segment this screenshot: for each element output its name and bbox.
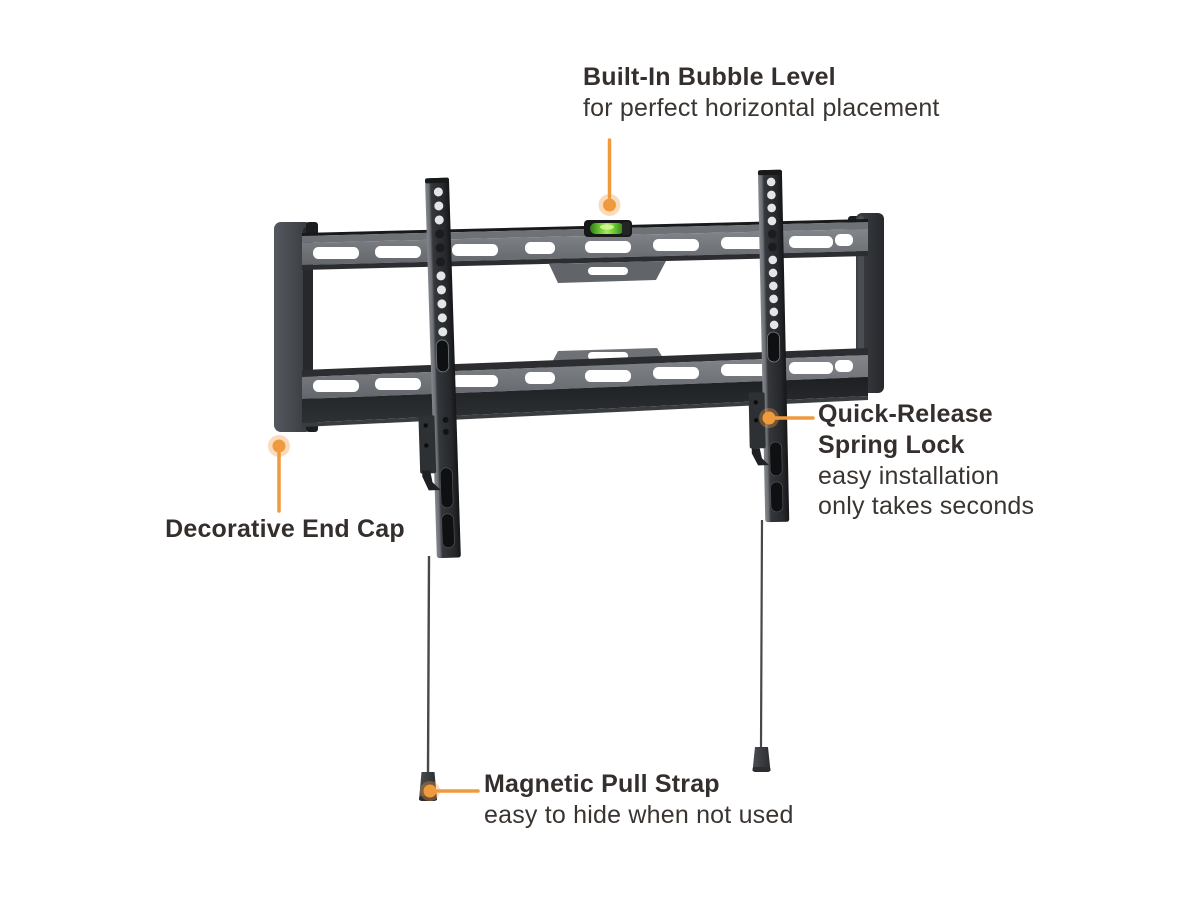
- left-bracket-holes: [433, 187, 448, 337]
- bubble-level-title: Built-In Bubble Level: [583, 63, 836, 91]
- end-cap-title: Decorative End Cap: [165, 515, 405, 543]
- spring-lock-pointer-dot: [762, 411, 776, 425]
- callout-end-cap: Decorative End Cap: [130, 514, 440, 545]
- right-bracket-oval-slot: [767, 331, 781, 363]
- bubble-level-pointer: [598, 138, 621, 216]
- end-cap-pointer-dot: [272, 439, 286, 453]
- pull-strap-pointer: [420, 781, 480, 801]
- bottom-rail-slots: [313, 360, 853, 392]
- right-spring-lock: [748, 392, 770, 466]
- callout-spring-lock: Quick-Release Spring Lock easy installat…: [818, 399, 1034, 521]
- right-vesa-bracket: [757, 169, 790, 523]
- spring-lock-title-line2: Spring Lock: [818, 431, 965, 459]
- callout-bubble-level: Built-In Bubble Level for perfect horizo…: [583, 62, 940, 123]
- right-pull-strap: [752, 519, 771, 772]
- pull-strap-pointer-dot: [423, 784, 437, 798]
- spring-lock-subtitle-line1: easy installation: [818, 462, 1000, 490]
- bubble-level-pointer-dot: [603, 198, 616, 212]
- top-rail-slots: [313, 234, 853, 259]
- left-spring-lock: [418, 415, 441, 491]
- end-cap-pointer: [268, 435, 290, 513]
- pull-strap-title: Magnetic Pull Strap: [484, 770, 720, 798]
- right-end-cap: [848, 213, 884, 393]
- spring-lock-title-line1: Quick-Release: [818, 400, 993, 428]
- left-bracket-oval-slot: [435, 339, 450, 373]
- bubble-level-subtitle: for perfect horizontal placement: [583, 94, 940, 122]
- left-pull-strap: [419, 555, 437, 801]
- pull-strap-subtitle: easy to hide when not used: [484, 801, 794, 829]
- callout-pull-strap: Magnetic Pull Strap easy to hide when no…: [484, 769, 794, 830]
- spring-lock-subtitle-line2: only takes seconds: [818, 492, 1035, 520]
- right-bracket-holes: [766, 177, 779, 330]
- spring-lock-pointer: [759, 408, 815, 428]
- bubble-level: [584, 220, 632, 237]
